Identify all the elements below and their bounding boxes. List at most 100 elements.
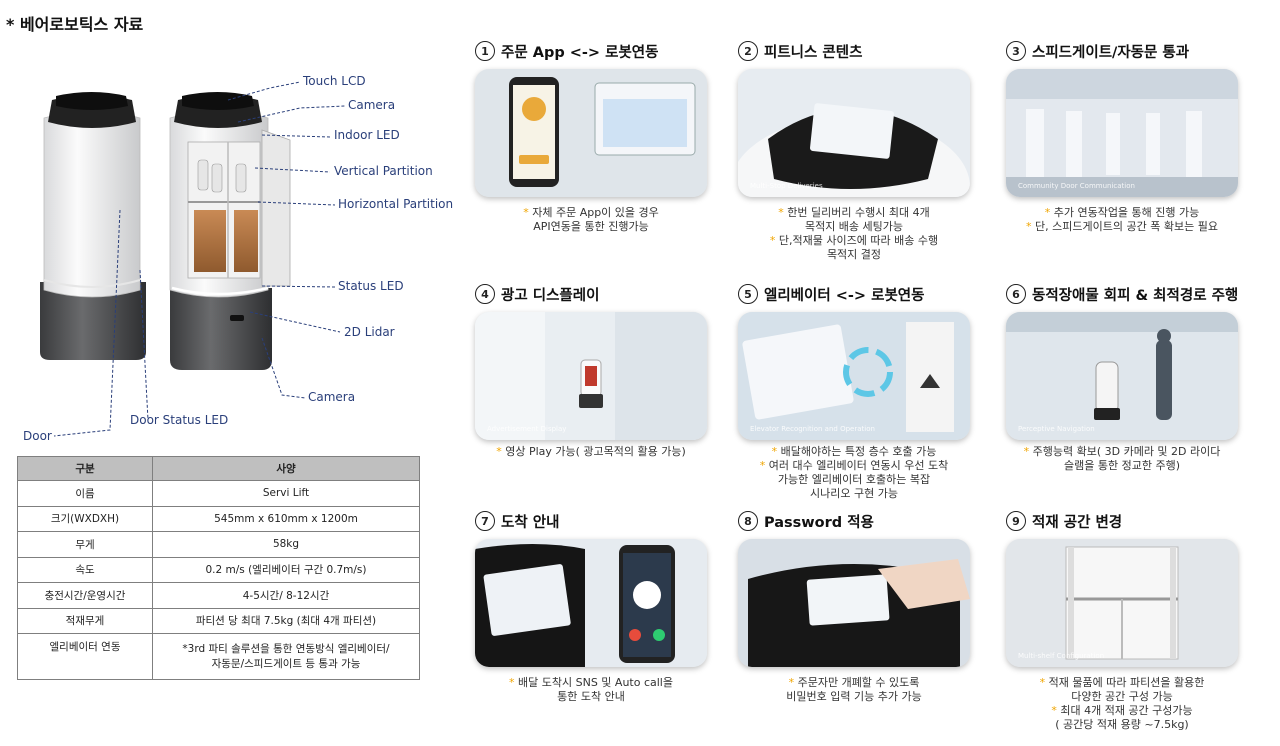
description-text: 목적지 결정 <box>826 248 882 261</box>
callout-vertical-partition: Vertical Partition <box>334 164 433 178</box>
feature-title: 엘리베이터 <-> 로봇연동 <box>764 287 925 304</box>
description-text: 적재 물품에 따라 파티션을 활용한 <box>1048 676 1205 689</box>
feature-number: 6 <box>1006 284 1026 304</box>
spec-value: 545mm x 610mm x 1200m <box>152 505 420 532</box>
feature-thumbnail <box>475 539 707 667</box>
description-line: * 배달 도착시 SNS 및 Auto call을 <box>471 676 711 690</box>
feature-card-9: 9 적재 공간 변경 <box>1006 510 1246 532</box>
description-text: ( 공간당 적재 용량 ~7.5kg) <box>1055 718 1189 731</box>
description-text: 시나리오 구현 가능 <box>810 487 898 500</box>
star-bullet-icon: * <box>523 206 533 219</box>
description-line: 슬램을 통한 정교한 주행) <box>1002 459 1242 473</box>
spec-value: 파티션 당 최대 7.5kg (최대 4개 파티션) <box>152 607 420 634</box>
description-text: 목적지 배송 세팅가능 <box>804 220 904 233</box>
callout-indoor-led: Indoor LED <box>334 128 400 142</box>
table-row: 엘리베이터 연동 *3rd 파티 솔루션을 통한 연동방식 엘리베이터/ 자동문… <box>17 633 420 680</box>
spec-value: *3rd 파티 솔루션을 통한 연동방식 엘리베이터/ 자동문/스피드게이트 등… <box>152 633 420 680</box>
table-row: 충전시간/운영시간 4-5시간/ 8-12시간 <box>17 582 420 609</box>
feature-number: 7 <box>475 511 495 531</box>
description-line: * 배달해야하는 특정 층수 호출 가능 <box>734 445 974 459</box>
table-row: 이름 Servi Lift <box>17 480 420 507</box>
feature-number: 2 <box>738 41 758 61</box>
feature-number: 3 <box>1006 41 1026 61</box>
table-row: 적재무게 파티션 당 최대 7.5kg (최대 4개 파티션) <box>17 607 420 634</box>
feature-description: * 배달해야하는 특정 층수 호출 가능* 여러 대수 엘리베이터 연동시 우선… <box>734 445 974 501</box>
feature-image <box>1006 539 1238 667</box>
description-text: API연동을 통한 진행가능 <box>533 220 649 233</box>
description-text: 영상 Play 가능( 광고목적의 활용 가능) <box>505 445 686 458</box>
feature-number: 9 <box>1006 511 1026 531</box>
spec-value: 0.2 m/s (엘리베이터 구간 0.7m/s) <box>152 556 420 583</box>
feature-image <box>475 539 707 667</box>
description-line: * 자체 주문 App이 있을 경우 <box>471 206 711 220</box>
description-text: 최대 4개 적재 공간 구성가능 <box>1060 704 1193 717</box>
header-category: 구분 <box>17 456 153 481</box>
feature-image-caption: Elevator Recognition and Operation <box>750 425 875 433</box>
spec-key: 무게 <box>17 531 153 558</box>
callout-camera-top: Camera <box>348 98 396 112</box>
description-line: * 적재 물품에 따라 파티션을 활용한 <box>1002 676 1242 690</box>
description-line: * 영상 Play 가능( 광고목적의 활용 가능) <box>471 445 711 459</box>
spec-key: 충전시간/운영시간 <box>17 582 153 609</box>
description-line: * 한번 딜리버리 수행시 최대 4개 <box>734 206 974 220</box>
description-text: 단, 스피드게이트의 공간 폭 확보는 필요 <box>1035 220 1218 233</box>
feature-number: 8 <box>738 511 758 531</box>
feature-image <box>738 539 970 667</box>
callout-lidar: 2D Lidar <box>344 325 395 339</box>
description-text: 주문자만 개폐할 수 있도록 <box>797 676 920 689</box>
feature-title: Password 적용 <box>764 514 874 531</box>
feature-thumbnail <box>475 69 707 197</box>
star-bullet-icon: * <box>1023 445 1033 458</box>
callout-camera-bottom: Camera <box>308 390 356 404</box>
table-row: 속도 0.2 m/s (엘리베이터 구간 0.7m/s) <box>17 556 420 583</box>
spec-key: 이름 <box>17 480 153 507</box>
feature-image <box>738 69 970 197</box>
feature-image <box>475 69 707 197</box>
description-text: 비밀번호 입력 기능 추가 가능 <box>786 690 922 703</box>
callout-touch-lcd: Touch LCD <box>303 74 366 88</box>
description-line: ( 공간당 적재 용량 ~7.5kg) <box>1002 718 1242 732</box>
description-text: 통한 도착 안내 <box>557 690 625 703</box>
spec-key: 엘리베이터 연동 <box>17 633 153 680</box>
feature-image-caption: Multi-Stop Deliveries <box>750 182 823 190</box>
spec-table: 구분 사양 이름 Servi Lift 크기(WXDXH) 545mm x 61… <box>17 456 420 680</box>
spec-value: Servi Lift <box>152 480 420 507</box>
spec-key: 속도 <box>17 556 153 583</box>
description-line: * 주문자만 개폐할 수 있도록 <box>734 676 974 690</box>
feature-image <box>1006 69 1238 197</box>
description-line: * 여러 대수 엘리베이터 연동시 우선 도착 <box>734 459 974 473</box>
description-line: * 최대 4개 적재 공간 구성가능 <box>1002 704 1242 718</box>
star-bullet-icon: * <box>1044 206 1054 219</box>
feature-thumbnail: Multi-shelf Configuration <box>1006 539 1238 667</box>
feature-card-8: 8 Password 적용 <box>738 510 978 532</box>
star-bullet-icon: * <box>1039 676 1049 689</box>
feature-description: * 영상 Play 가능( 광고목적의 활용 가능) <box>471 445 711 459</box>
callout-door: Door <box>23 429 52 443</box>
description-line: * 단,적재물 사이즈에 따라 배송 수행 <box>734 234 974 248</box>
feature-title: 적재 공간 변경 <box>1032 514 1123 531</box>
robot-illustration: Touch LCD Camera Indoor LED Vertical Par… <box>0 60 460 455</box>
description-line: 목적지 배송 세팅가능 <box>734 220 974 234</box>
star-bullet-icon: * <box>1026 220 1036 233</box>
feature-image <box>475 312 707 440</box>
spec-value-line: 자동문/스피드게이트 등 통과 가능 <box>211 657 361 670</box>
description-text: 단,적재물 사이즈에 따라 배송 수행 <box>778 234 939 247</box>
spec-table-header: 구분 사양 <box>17 456 420 481</box>
spec-key: 적재무게 <box>17 607 153 634</box>
spec-value: 4-5시간/ 8-12시간 <box>152 582 420 609</box>
page-title: * 베어로보틱스 자료 <box>6 15 144 34</box>
